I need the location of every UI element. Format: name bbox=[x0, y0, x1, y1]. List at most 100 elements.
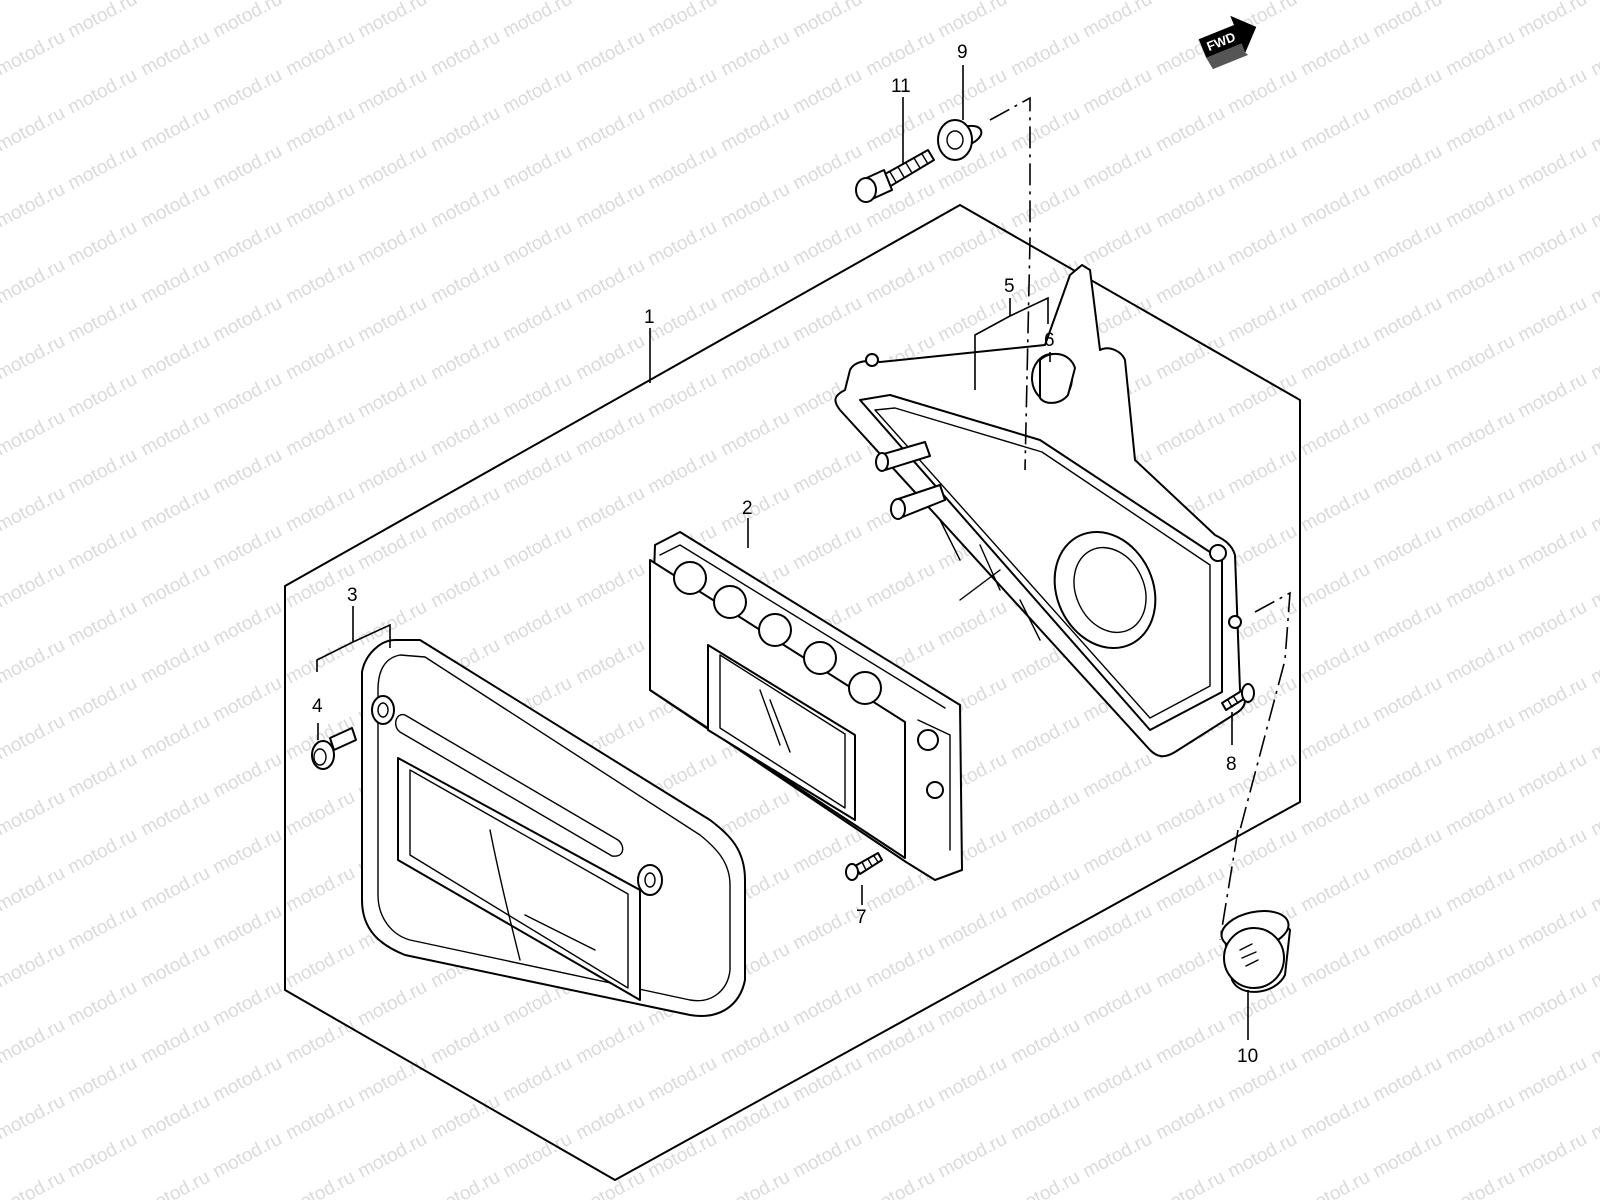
watermark-text: motod.ru bbox=[354, 217, 430, 271]
watermark-text: motod.ru bbox=[1514, 521, 1590, 575]
watermark-text: motod.ru bbox=[354, 1053, 430, 1107]
watermark-text: motod.ru bbox=[137, 179, 213, 233]
watermark-text: motod.ru bbox=[1297, 27, 1373, 81]
watermark-text: motod.ru bbox=[1442, 103, 1518, 157]
watermark-text: motod.ru bbox=[1297, 863, 1373, 917]
watermark-text: motod.ru bbox=[209, 597, 285, 651]
watermark-text: motod.ru bbox=[644, 65, 720, 119]
watermark-text: motod.ru bbox=[0, 483, 69, 537]
watermark-text: motod.ru bbox=[1514, 0, 1590, 42]
watermark-text: motod.ru bbox=[499, 597, 575, 651]
part-8-screw bbox=[1221, 683, 1255, 711]
watermark-text: motod.ru bbox=[572, 635, 648, 689]
watermark-text: motod.ru bbox=[1369, 293, 1445, 347]
watermark-text: motod.ru bbox=[717, 407, 793, 461]
watermark-text: motod.ru bbox=[1369, 597, 1445, 651]
watermark-text: motod.ru bbox=[1514, 901, 1590, 955]
watermark-text: motod.ru bbox=[1007, 711, 1083, 765]
watermark-text: motod.ru bbox=[354, 521, 430, 575]
watermark-text: motod.ru bbox=[137, 27, 213, 81]
watermark-text: motod.ru bbox=[1079, 977, 1155, 1031]
watermark-text: motod.ru bbox=[64, 0, 140, 42]
watermark-text: motod.ru bbox=[499, 521, 575, 575]
watermark-text: motod.ru bbox=[64, 293, 140, 347]
watermark-text: motod.ru bbox=[1587, 483, 1600, 537]
watermark-text: motod.ru bbox=[1224, 293, 1300, 347]
watermark-text: motod.ru bbox=[1152, 939, 1228, 993]
watermark-text: motod.ru bbox=[1007, 27, 1083, 81]
watermark-text: motod.ru bbox=[137, 103, 213, 157]
watermark-text: motod.ru bbox=[1514, 597, 1590, 651]
watermark-text: motod.ru bbox=[354, 445, 430, 499]
watermark-text: motod.ru bbox=[789, 293, 865, 347]
watermark-text: motod.ru bbox=[934, 1129, 1010, 1183]
watermark-text: motod.ru bbox=[64, 825, 140, 879]
watermark-text: motod.ru bbox=[1369, 445, 1445, 499]
watermark-text: motod.ru bbox=[572, 331, 648, 385]
watermark-text: motod.ru bbox=[282, 179, 358, 233]
watermark-text: motod.ru bbox=[644, 445, 720, 499]
watermark-text: motod.ru bbox=[1514, 749, 1590, 803]
watermark-text: motod.ru bbox=[282, 863, 358, 917]
part-4-screw bbox=[311, 727, 357, 770]
watermark-text: motod.ru bbox=[64, 749, 140, 803]
watermark-text: motod.ru bbox=[1587, 1091, 1600, 1145]
watermark-text: motod.ru bbox=[282, 331, 358, 385]
watermark-text: motod.ru bbox=[1369, 521, 1445, 575]
watermark-text: motod.ru bbox=[934, 65, 1010, 119]
watermark-text: motod.ru bbox=[1297, 1167, 1373, 1200]
watermark-text: motod.ru bbox=[789, 65, 865, 119]
watermark-text: motod.ru bbox=[644, 293, 720, 347]
watermark-text: motod.ru bbox=[717, 255, 793, 309]
watermark-text: motod.ru bbox=[1297, 255, 1373, 309]
watermark-text: motod.ru bbox=[1442, 711, 1518, 765]
watermark-text: motod.ru bbox=[789, 0, 865, 42]
watermark-text: motod.ru bbox=[1152, 787, 1228, 841]
watermark-text: motod.ru bbox=[1224, 1129, 1300, 1183]
part-3-headlight-rim bbox=[361, 639, 746, 1017]
watermark-text: motod.ru bbox=[1079, 217, 1155, 271]
watermark-text: motod.ru bbox=[1152, 1167, 1228, 1200]
watermark-text: motod.ru bbox=[1369, 0, 1445, 42]
watermark-text: motod.ru bbox=[1587, 863, 1600, 917]
watermark-text: motod.ru bbox=[1369, 141, 1445, 195]
callout-7: 7 bbox=[856, 907, 867, 928]
watermark-text: motod.ru bbox=[0, 559, 69, 613]
watermark-text: motod.ru bbox=[1369, 217, 1445, 271]
watermark-text: motod.ru bbox=[209, 521, 285, 575]
watermark-text: motod.ru bbox=[1442, 863, 1518, 917]
watermark-text: motod.ru bbox=[934, 1053, 1010, 1107]
watermark-text: motod.ru bbox=[644, 217, 720, 271]
watermark-text: motod.ru bbox=[427, 27, 503, 81]
watermark-text: motod.ru bbox=[499, 1129, 575, 1183]
watermark-text: motod.ru bbox=[1442, 331, 1518, 385]
watermark-text: motod.ru bbox=[1442, 939, 1518, 993]
watermark-text: motod.ru bbox=[1514, 141, 1590, 195]
watermark-text: motod.ru bbox=[64, 673, 140, 727]
watermark-text: motod.ru bbox=[1224, 445, 1300, 499]
watermark-text: motod.ru bbox=[1514, 293, 1590, 347]
callout-4: 4 bbox=[312, 696, 323, 717]
watermark-text: motod.ru bbox=[789, 445, 865, 499]
watermark-text: motod.ru bbox=[1369, 825, 1445, 879]
part-7-screw bbox=[845, 852, 883, 881]
watermark-text: motod.ru bbox=[0, 635, 69, 689]
watermark-text: motod.ru bbox=[862, 103, 938, 157]
watermark-text: motod.ru bbox=[1587, 0, 1600, 4]
watermark-text: motod.ru bbox=[1587, 103, 1600, 157]
watermark-text: motod.ru bbox=[1369, 1129, 1445, 1183]
watermark-text: motod.ru bbox=[282, 27, 358, 81]
watermark-text: motod.ru bbox=[354, 369, 430, 423]
callout-11: 11 bbox=[891, 76, 911, 97]
watermark-text: motod.ru bbox=[209, 445, 285, 499]
watermark-text: motod.ru bbox=[427, 1015, 503, 1069]
watermark-text: motod.ru bbox=[1369, 901, 1445, 955]
watermark-text: motod.ru bbox=[789, 901, 865, 955]
watermark-text: motod.ru bbox=[0, 1167, 69, 1200]
watermark-text: motod.ru bbox=[64, 1129, 140, 1183]
watermark-text: motod.ru bbox=[1297, 787, 1373, 841]
watermark-text: motod.ru bbox=[427, 179, 503, 233]
watermark-text: motod.ru bbox=[0, 1015, 69, 1069]
watermark-text: motod.ru bbox=[427, 407, 503, 461]
